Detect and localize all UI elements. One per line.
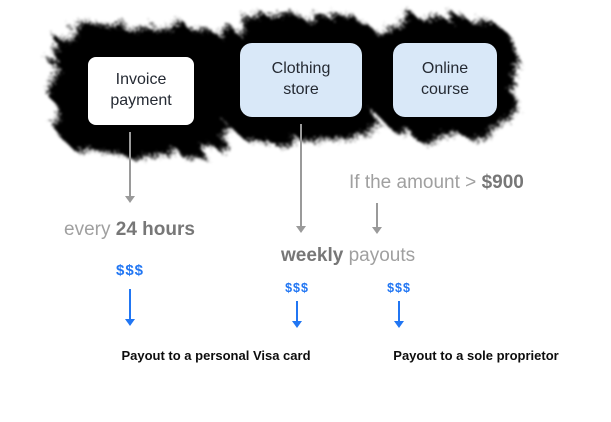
arrow-invoice-down-icon xyxy=(125,132,135,203)
node-invoice-payment: Invoice payment xyxy=(88,57,194,125)
node-clothing-store: Clothing store xyxy=(240,43,362,117)
money-mark: $$$ xyxy=(285,281,309,295)
caption-bold: weekly xyxy=(281,245,344,266)
arrow-clothing-down-icon xyxy=(296,124,306,233)
caption-bold: 24 hours xyxy=(115,219,195,240)
caption-text: every xyxy=(64,219,116,240)
caption-text: If the amount > xyxy=(349,172,482,193)
caption-text: payouts xyxy=(343,245,416,266)
payout-label-sole-proprietor: Payout to a sole proprietor xyxy=(393,348,559,363)
money-mark: $$$ xyxy=(115,262,145,279)
arrow-condition-down-icon xyxy=(372,203,382,234)
arrow-payout-middle-icon xyxy=(292,301,302,328)
node-label-line: store xyxy=(283,81,319,98)
node-label-line: Online xyxy=(421,60,469,78)
interval-caption-middle: weekly payouts xyxy=(281,245,415,267)
node-label-line: Invoice xyxy=(115,71,167,89)
node-label-line: Clothing xyxy=(271,60,331,78)
money-mark: $$$ xyxy=(387,281,411,295)
node-label-line: payment xyxy=(110,92,172,109)
payout-label-visa-card: Payout to a personal Visa card xyxy=(121,348,311,363)
condition-caption: If the amount > $900 xyxy=(349,172,524,194)
node-online-course: Online course xyxy=(393,43,497,117)
arrow-payout-left-icon xyxy=(125,289,135,326)
node-label-line: course xyxy=(420,81,470,98)
interval-caption-left: every 24 hours xyxy=(64,219,195,241)
caption-bold: $900 xyxy=(481,172,524,193)
arrow-payout-right-icon xyxy=(394,301,404,328)
